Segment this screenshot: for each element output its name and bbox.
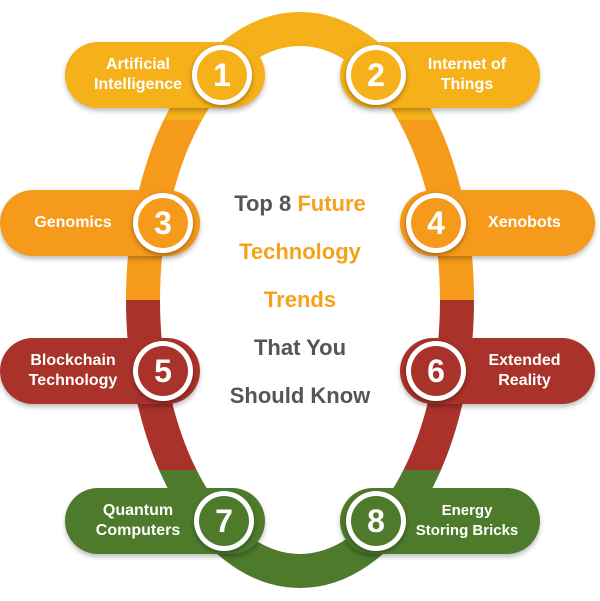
title-line-1: Top 8 Future bbox=[180, 180, 420, 228]
trend-2-label-line1: Internet of bbox=[427, 56, 507, 73]
trend-6-number: 6 bbox=[411, 346, 461, 396]
trend-4-badge: 4 bbox=[406, 193, 466, 253]
title-line-3: Trends bbox=[263, 287, 337, 312]
trend-4-label-line1: Xenobots bbox=[488, 214, 561, 231]
trend-8-badge: 8 bbox=[346, 491, 406, 551]
trend-7-number: 7 bbox=[199, 496, 249, 546]
trend-7-badge: 7 bbox=[194, 491, 254, 551]
trend-1-label: Artificial Intelligence bbox=[76, 55, 254, 95]
trend-2-label: Internet of Things bbox=[356, 55, 524, 95]
title-line-4: That You bbox=[253, 335, 347, 360]
trend-3-badge: 3 bbox=[133, 193, 193, 253]
trend-3-label: Genomics bbox=[16, 213, 183, 233]
trend-5-label: Blockchain Technology bbox=[11, 351, 190, 391]
trend-4-label: Xenobots bbox=[416, 213, 579, 233]
trend-5-label-line1: Blockchain bbox=[30, 352, 116, 369]
title-line-2: Technology bbox=[239, 239, 361, 264]
trend-8-label: Energy Storing Bricks bbox=[344, 501, 537, 541]
trend-5-label-line2: Technology bbox=[28, 372, 118, 389]
trend-6-label-line2: Reality bbox=[498, 372, 551, 389]
ring-segment-yellow bbox=[163, 12, 437, 120]
trend-8-number: 8 bbox=[351, 496, 401, 546]
trend-4-number: 4 bbox=[411, 198, 461, 248]
trend-3-number: 3 bbox=[138, 198, 188, 248]
trend-8-label-line1: Energy bbox=[441, 502, 493, 519]
trend-2-number: 2 bbox=[351, 50, 401, 100]
trend-7-label-line1: Quantum bbox=[102, 502, 174, 519]
trend-1-label-line1: Artificial bbox=[105, 56, 170, 73]
trend-2-badge: 2 bbox=[346, 45, 406, 105]
trend-7-label-line2: Computers bbox=[95, 522, 181, 539]
title-accent-future: Future bbox=[297, 191, 366, 216]
trend-6-label: Extended Reality bbox=[416, 351, 578, 391]
trend-6-badge: 6 bbox=[406, 341, 466, 401]
trend-1-badge: 1 bbox=[192, 45, 252, 105]
center-title: Top 8 Future Technology Trends That You … bbox=[180, 180, 420, 420]
trend-7-label: Quantum Computers bbox=[78, 501, 252, 541]
ring-segment-green bbox=[159, 470, 441, 588]
trend-8-label-line2: Storing Bricks bbox=[415, 522, 519, 539]
trend-2-label-line2: Things bbox=[440, 76, 494, 93]
trend-3-label-line1: Genomics bbox=[34, 214, 112, 231]
trend-5-badge: 5 bbox=[133, 341, 193, 401]
trend-1-label-line2: Intelligence bbox=[93, 76, 183, 93]
title-prefix: Top 8 bbox=[234, 191, 292, 216]
trend-5-number: 5 bbox=[138, 346, 188, 396]
trend-6-label-line1: Extended bbox=[488, 352, 561, 369]
title-line-5: Should Know bbox=[229, 383, 371, 408]
trend-1-number: 1 bbox=[197, 50, 247, 100]
